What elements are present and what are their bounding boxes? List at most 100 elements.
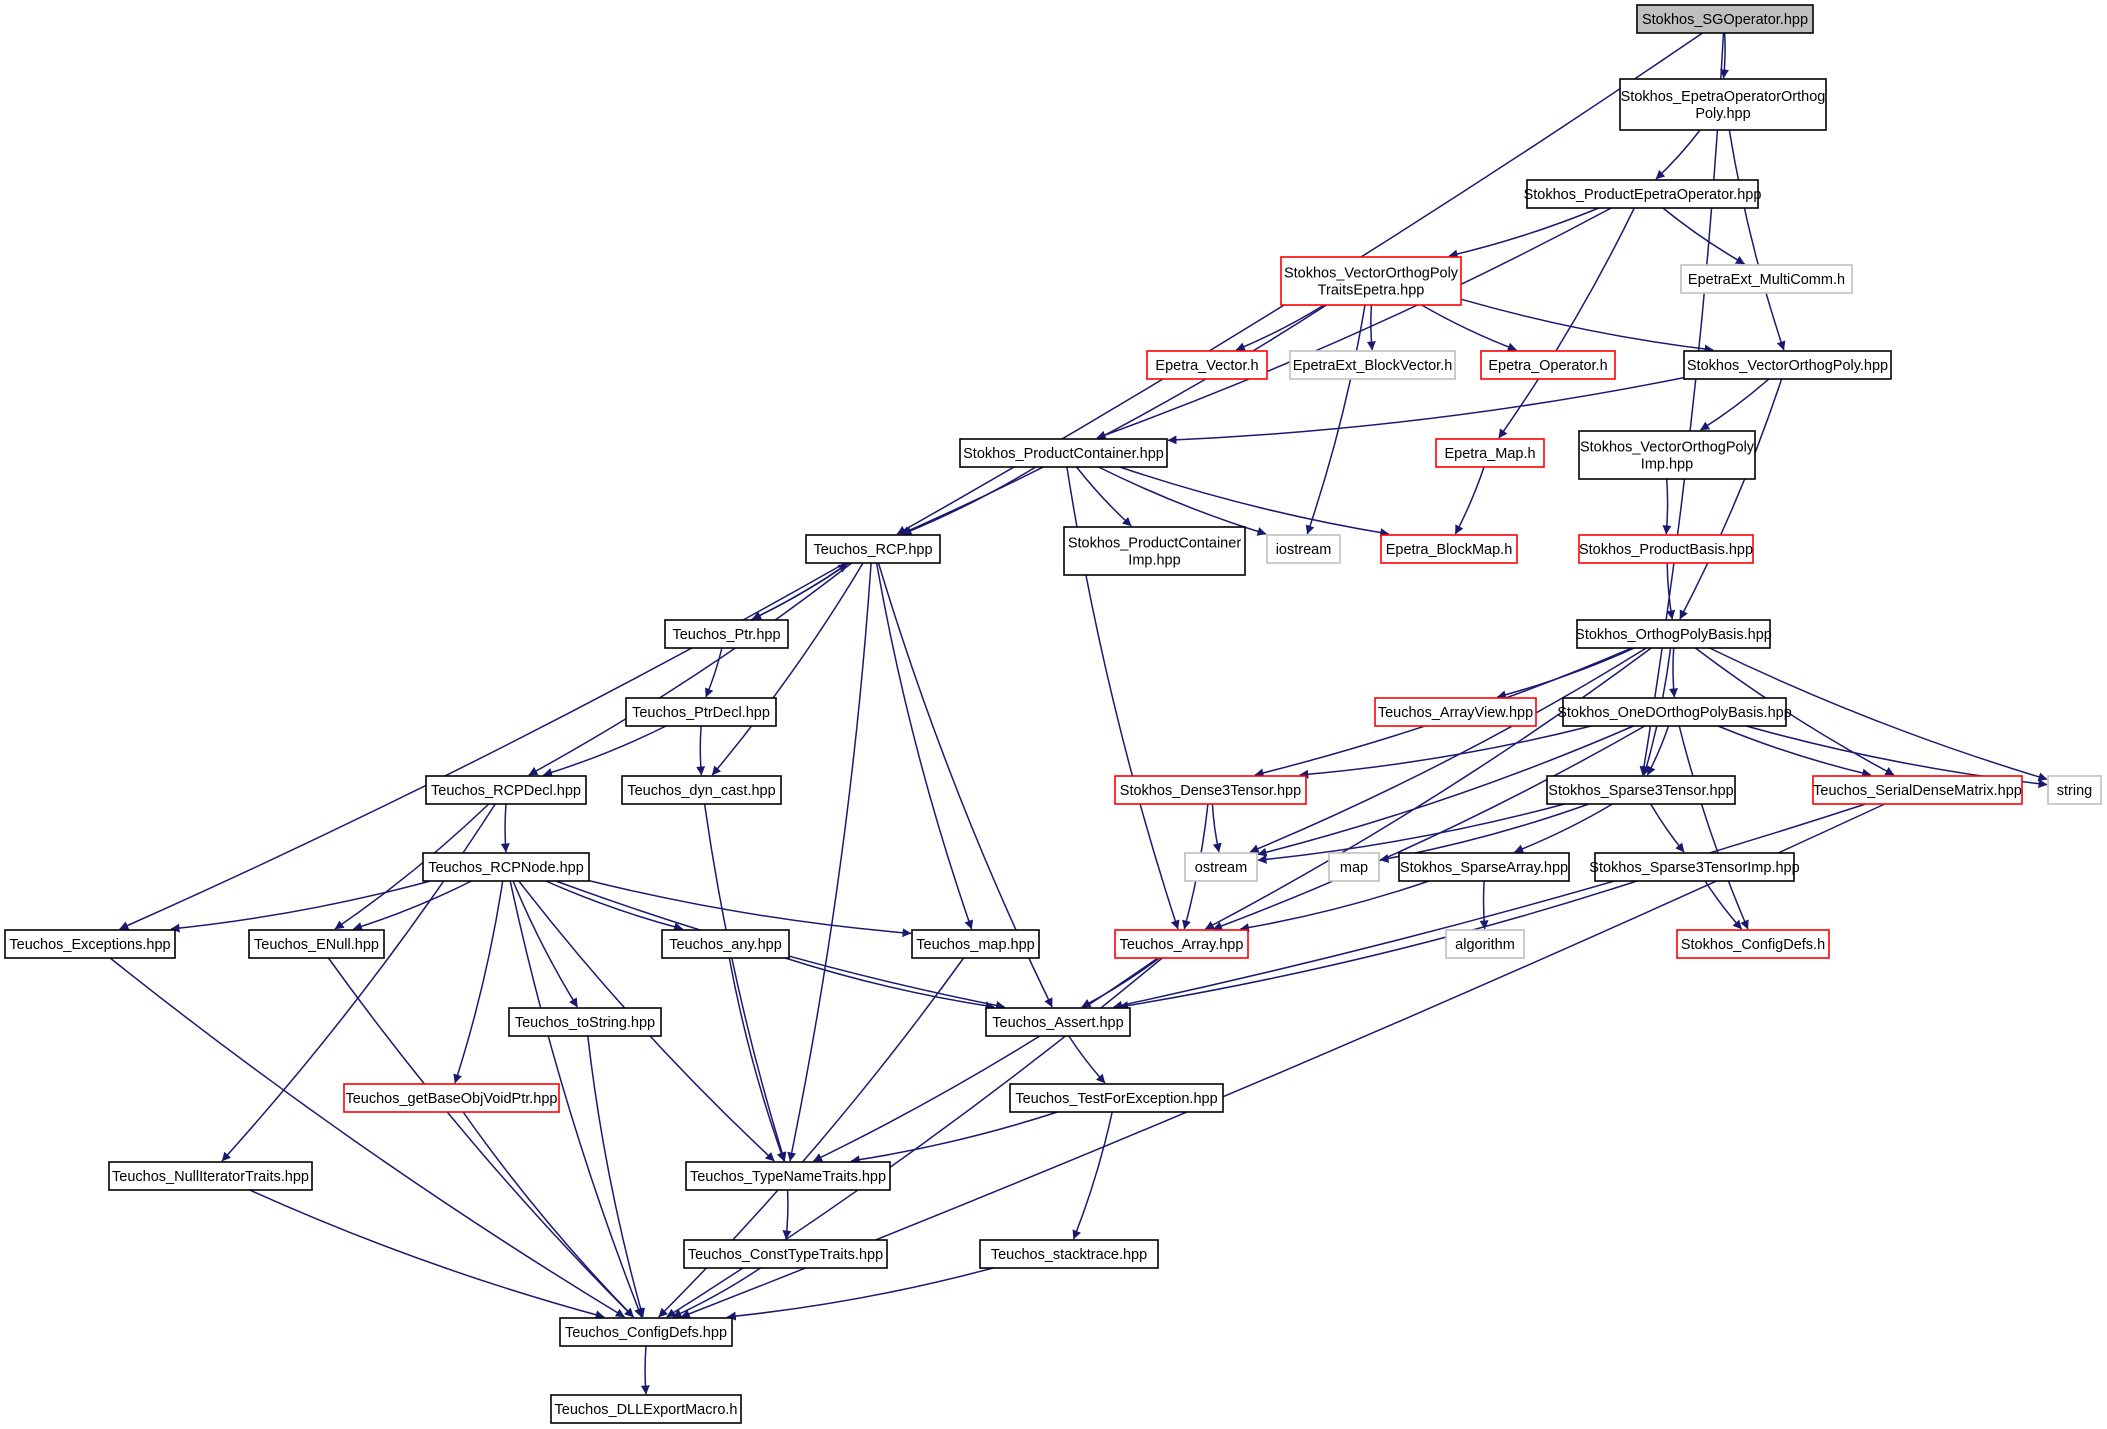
node-box — [1380, 534, 1518, 564]
node-ptrdecl[interactable]: Teuchos_PtrDecl.hpp — [625, 697, 777, 727]
edge-rcp-to-tmap — [875, 562, 974, 930]
node-label: Stokhos_Sparse3TensorImp.hpp — [1589, 860, 1799, 876]
node-epop[interactable]: Epetra_Operator.h — [1480, 350, 1616, 380]
edge-rcpnode-to-tmap — [588, 879, 912, 938]
node-tmap[interactable]: Teuchos_map.hpp — [911, 929, 1040, 959]
node-label: Teuchos_dyn_cast.hpp — [627, 783, 775, 799]
node-epmap[interactable]: Epetra_Map.h — [1435, 438, 1545, 468]
edge-s3t-to-map — [1379, 803, 1590, 863]
node-blockmap[interactable]: Epetra_BlockMap.h — [1380, 534, 1518, 564]
node-label: string — [2057, 783, 2092, 799]
node-box — [661, 929, 790, 959]
node-epvec[interactable]: Epetra_Vector.h — [1146, 350, 1268, 380]
edge-ptr-to-rcp — [750, 563, 848, 621]
node-sdm[interactable]: Teuchos_SerialDenseMatrix.hpp — [1812, 775, 2023, 805]
node-enull[interactable]: Teuchos_ENull.hpp — [248, 929, 385, 959]
node-label: Epetra_Vector.h — [1155, 358, 1258, 374]
node-box — [108, 1161, 313, 1191]
node-box — [559, 1317, 733, 1347]
node-label: Teuchos_RCPDecl.hpp — [431, 783, 581, 799]
edge-rcpnode-to-enull — [352, 880, 472, 931]
node-label: Teuchos_NullIteratorTraits.hpp — [112, 1169, 309, 1185]
node-label: Teuchos_RCP.hpp — [813, 542, 932, 558]
node-dll[interactable]: Teuchos_DLLExportMacro.h — [550, 1394, 742, 1424]
edge-ptrdecl-to-dyncast — [696, 725, 706, 776]
node-sgop[interactable]: Stokhos_SGOperator.hpp — [1636, 4, 1814, 34]
node-tostr[interactable]: Teuchos_toString.hpp — [508, 1007, 662, 1037]
node-ostream[interactable]: ostream — [1184, 852, 1258, 882]
node-label: Epetra_BlockMap.h — [1386, 542, 1513, 558]
node-map[interactable]: map — [1328, 852, 1380, 882]
edge-epopo-to-prodep — [1655, 129, 1701, 180]
node-box — [1328, 852, 1380, 882]
edge-any-to-assert — [784, 957, 995, 1011]
node-stack[interactable]: Teuchos_stacktrace.hpp — [979, 1239, 1159, 1269]
node-arrview[interactable]: Teuchos_ArrayView.hpp — [1374, 697, 1537, 727]
node-blockvec[interactable]: EpetraExt_BlockVector.h — [1289, 350, 1456, 380]
node-prodcont[interactable]: Stokhos_ProductContainer.hpp — [959, 438, 1168, 468]
node-label: Teuchos_ConstTypeTraits.hpp — [688, 1247, 883, 1263]
node-box — [625, 697, 777, 727]
node-rcp[interactable]: Teuchos_RCP.hpp — [805, 534, 941, 564]
node-label: Teuchos_ConfigDefs.hpp — [565, 1325, 727, 1341]
node-label: Stokhos_EpetraOperatorOrthog — [1621, 89, 1826, 105]
edge-opb-to-array — [1204, 647, 1652, 930]
edge-opb-to-oneopb — [1669, 647, 1678, 698]
node-any[interactable]: Teuchos_any.hpp — [661, 929, 790, 959]
node-iostream[interactable]: iostream — [1266, 534, 1341, 564]
node-string[interactable]: string — [2047, 775, 2102, 805]
node-box — [1445, 929, 1525, 959]
node-label: Stokhos_ProductContainer.hpp — [963, 446, 1164, 462]
node-s3t[interactable]: Stokhos_Sparse3Tensor.hpp — [1546, 775, 1736, 805]
node-tcfg[interactable]: Teuchos_ConfigDefs.hpp — [559, 1317, 733, 1347]
edge-stack-to-tcfg — [726, 1267, 994, 1321]
node-box — [805, 534, 941, 564]
node-exc[interactable]: Teuchos_Exceptions.hpp — [4, 929, 176, 959]
node-oneopb[interactable]: Stokhos_OneDOrthogPolyBasis.hpp — [1557, 697, 1792, 727]
edge-prodep-to-epmap — [1498, 207, 1635, 439]
edge-rcp-to-dyncast — [711, 562, 864, 776]
node-gbovp[interactable]: Teuchos_getBaseObjVoidPtr.hpp — [343, 1083, 560, 1113]
node-array[interactable]: Teuchos_Array.hpp — [1114, 929, 1249, 959]
edge-assert-to-tfe — [1068, 1035, 1106, 1084]
node-box — [1009, 1083, 1224, 1113]
edge-rcp-to-rcpdecl — [528, 562, 853, 776]
node-algorithm[interactable]: algorithm — [1445, 929, 1525, 959]
node-label: Stokhos_SparseArray.hpp — [1400, 860, 1568, 876]
node-sparr[interactable]: Stokhos_SparseArray.hpp — [1398, 852, 1570, 882]
edge-nit-to-tcfg — [249, 1189, 605, 1320]
node-ptr[interactable]: Teuchos_Ptr.hpp — [664, 619, 789, 649]
node-box — [685, 1161, 891, 1191]
node-s3timp[interactable]: Stokhos_Sparse3TensorImp.hpp — [1589, 852, 1800, 882]
node-multicomm[interactable]: EpetraExt_MultiComm.h — [1680, 264, 1853, 294]
node-scfg[interactable]: Stokhos_ConfigDefs.h — [1676, 929, 1830, 959]
node-prodep[interactable]: Stokhos_ProductEpetraOperator.hpp — [1524, 179, 1762, 209]
node-dyncast[interactable]: Teuchos_dyn_cast.hpp — [621, 775, 782, 805]
node-rcpnode[interactable]: Teuchos_RCPNode.hpp — [422, 852, 590, 882]
edge-prodcont-to-iostream — [1098, 466, 1267, 536]
node-tnt[interactable]: Teuchos_TypeNameTraits.hpp — [685, 1161, 891, 1191]
node-opb[interactable]: Stokhos_OrthogPolyBasis.hpp — [1575, 619, 1772, 649]
edge-oneopb-to-s3t — [1646, 725, 1670, 776]
node-box — [1636, 4, 1814, 34]
edge-prodep-to-multicomm — [1662, 207, 1745, 265]
edge-vopte-to-vop — [1460, 298, 1714, 354]
node-box — [1184, 852, 1258, 882]
node-vop[interactable]: Stokhos_VectorOrthogPoly.hpp — [1683, 350, 1892, 380]
node-ctt[interactable]: Teuchos_ConstTypeTraits.hpp — [683, 1239, 888, 1269]
node-box — [959, 438, 1168, 468]
node-rcpdecl[interactable]: Teuchos_RCPDecl.hpp — [425, 775, 587, 805]
node-label: ostream — [1195, 860, 1247, 876]
node-nit[interactable]: Teuchos_NullIteratorTraits.hpp — [108, 1161, 313, 1191]
node-tfe[interactable]: Teuchos_TestForException.hpp — [1009, 1083, 1224, 1113]
node-label: Imp.hpp — [1128, 553, 1180, 569]
node-prodbasis[interactable]: Stokhos_ProductBasis.hpp — [1578, 534, 1754, 564]
edge-vopte-to-epvec — [1235, 304, 1325, 351]
node-d3t[interactable]: Stokhos_Dense3Tensor.hpp — [1114, 775, 1307, 805]
node-assert[interactable]: Teuchos_Assert.hpp — [985, 1007, 1131, 1037]
node-label: Teuchos_SerialDenseMatrix.hpp — [1813, 783, 2022, 799]
